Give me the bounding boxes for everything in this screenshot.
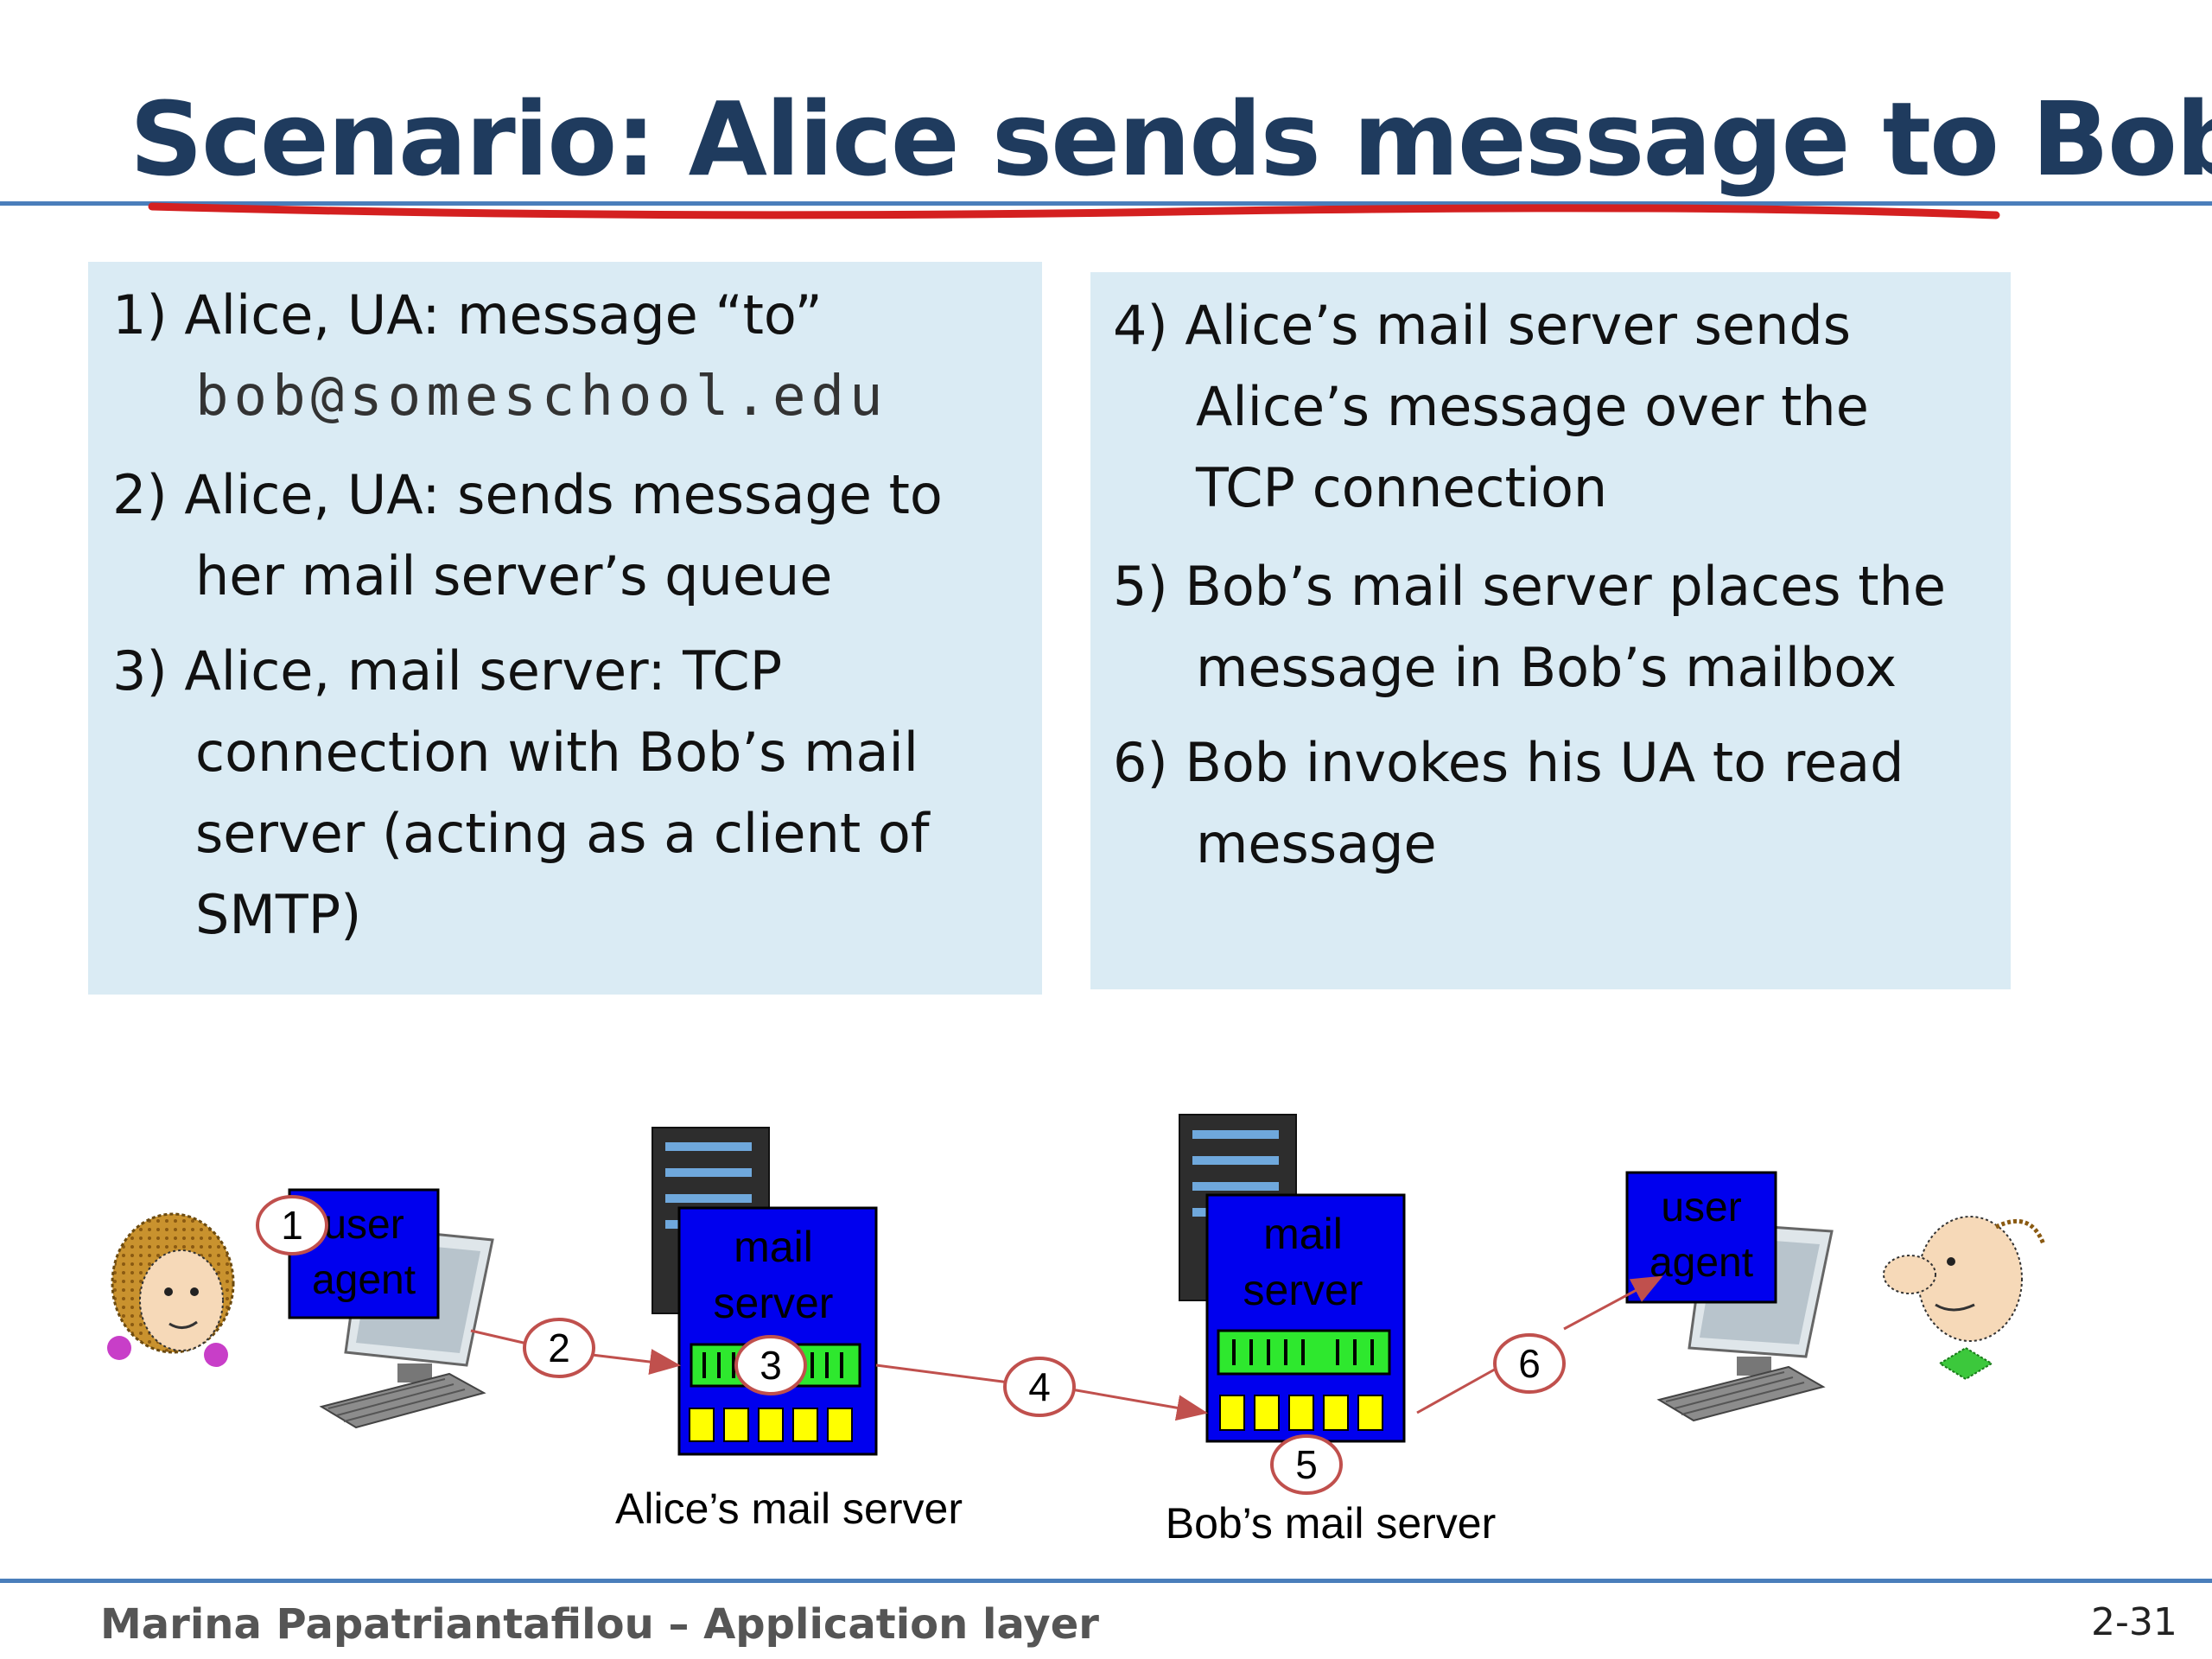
svg-text:1: 1 bbox=[281, 1203, 303, 1248]
bob-mailboxes bbox=[1219, 1395, 1383, 1431]
step-5-line2: message in Bob’s mailbox bbox=[1196, 636, 1897, 699]
arrow-4b bbox=[1071, 1388, 1208, 1421]
step-5-line1: 5) Bob’s mail server places the bbox=[1113, 555, 1946, 618]
svg-text:4: 4 bbox=[1028, 1364, 1051, 1409]
step-5: 5) Bob’s mail server places the message … bbox=[1113, 546, 2003, 709]
alice-mail-server-box: mail server bbox=[677, 1206, 878, 1456]
step-4: 4) Alice’s mail server sends Alice’s mes… bbox=[1113, 285, 2003, 529]
steps-box-right bbox=[1090, 272, 2011, 989]
step-circle-5: 5 bbox=[1270, 1434, 1343, 1495]
step-6-line1: 6) Bob invokes his UA to read bbox=[1113, 731, 1904, 794]
step-3: 3) Alice, mail server: TCP connection wi… bbox=[112, 631, 1028, 956]
page-number: 2-31 bbox=[2091, 1600, 2177, 1644]
bob-mail-server-box: mail server bbox=[1205, 1193, 1406, 1443]
steps-box-left bbox=[88, 262, 1042, 995]
flow-arrows bbox=[470, 1275, 1663, 1421]
arrow-2a bbox=[470, 1329, 528, 1345]
step-4-line1: 4) Alice’s mail server sends bbox=[1113, 294, 1852, 357]
arrow-6a bbox=[1416, 1365, 1500, 1414]
step-1-email: bob@someschool.edu bbox=[195, 365, 888, 429]
alice-server-line1: mail bbox=[734, 1223, 813, 1271]
svg-text:2: 2 bbox=[548, 1325, 570, 1370]
alice-ua-line1: user bbox=[323, 1202, 404, 1248]
arrow-4a bbox=[875, 1363, 1010, 1384]
svg-text:6: 6 bbox=[1518, 1341, 1541, 1386]
step-circle-2: 2 bbox=[523, 1318, 595, 1378]
bob-ua-line1: user bbox=[1661, 1185, 1741, 1230]
bob-figure bbox=[1883, 1216, 2046, 1381]
title-rule bbox=[0, 201, 2212, 206]
bob-user-agent-box: user agent bbox=[1625, 1171, 1777, 1304]
arrow-2b bbox=[591, 1349, 681, 1375]
step-2-line2: her mail server’s queue bbox=[195, 544, 833, 607]
alice-mailboxes bbox=[689, 1408, 853, 1442]
footer-rule bbox=[0, 1579, 2212, 1583]
step-circle-4: 4 bbox=[1003, 1357, 1076, 1417]
bob-server-line2: server bbox=[1243, 1266, 1363, 1314]
step-6-line2: message bbox=[1196, 812, 1437, 875]
svg-text:5: 5 bbox=[1295, 1442, 1318, 1487]
footer-author: Marina Papatriantafilou – Application la… bbox=[100, 1600, 1099, 1649]
svg-text:3: 3 bbox=[760, 1343, 782, 1388]
alice-server-caption: Alice’s mail server bbox=[615, 1484, 963, 1533]
step-1: 1) Alice, UA: message “to” bob@someschoo… bbox=[112, 275, 1028, 437]
alice-server-line2: server bbox=[714, 1279, 834, 1327]
step-circle-3: 3 bbox=[734, 1335, 807, 1395]
step-3-line2: connection with Bob’s mail bbox=[195, 721, 918, 784]
bob-ua-line2: agent bbox=[1649, 1240, 1753, 1286]
alice-ua-line2: agent bbox=[312, 1257, 416, 1303]
step-circle-1: 1 bbox=[256, 1195, 328, 1255]
step-1-text: 1) Alice, UA: message “to” bbox=[112, 283, 823, 346]
arrow-6b bbox=[1563, 1275, 1663, 1331]
step-2: 2) Alice, UA: sends message to her mail … bbox=[112, 454, 1028, 617]
slide-title: Scenario: Alice sends message to Bob bbox=[130, 79, 2212, 199]
step-4-line3: TCP connection bbox=[1196, 456, 1608, 519]
step-2-line1: 2) Alice, UA: sends message to bbox=[112, 463, 943, 526]
alice-figure bbox=[107, 1212, 235, 1367]
step-circle-6: 6 bbox=[1493, 1333, 1566, 1394]
bob-server-caption: Bob’s mail server bbox=[1166, 1499, 1497, 1548]
step-3-line4: SMTP) bbox=[195, 883, 362, 946]
step-3-line3: server (acting as a client of bbox=[195, 802, 930, 865]
bob-server-line1: mail bbox=[1263, 1210, 1343, 1258]
step-6: 6) Bob invokes his UA to read message bbox=[1113, 722, 2003, 885]
email-flow-diagram: user agent mail server ma bbox=[107, 1114, 2046, 1548]
title-underline bbox=[148, 202, 2000, 219]
step-3-line1: 3) Alice, mail server: TCP bbox=[112, 639, 783, 702]
step-4-line2: Alice’s message over the bbox=[1196, 375, 1869, 438]
